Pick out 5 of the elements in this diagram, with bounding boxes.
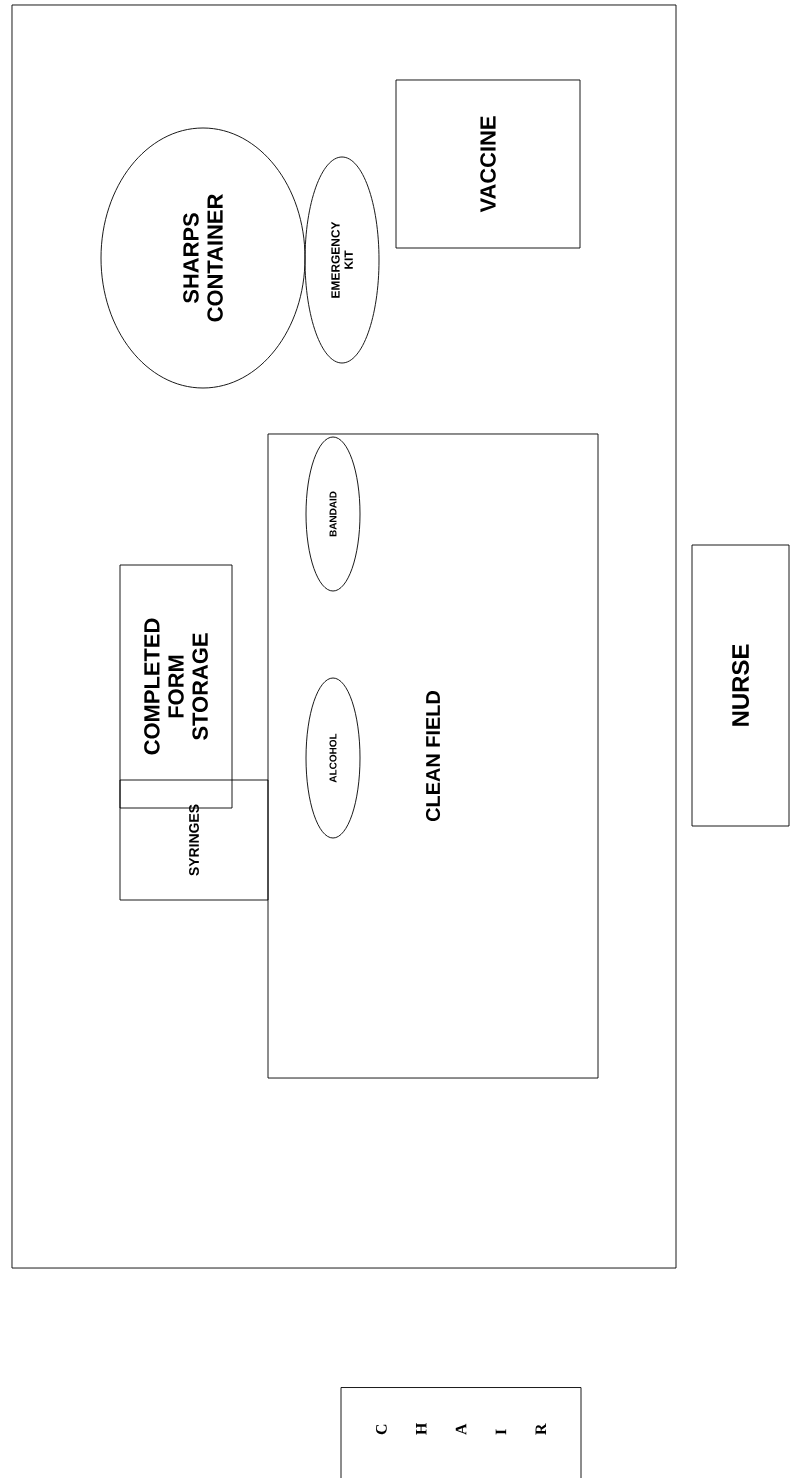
furniture-box: C H A I R [340, 1387, 582, 1478]
item-box: VACCINE [395, 79, 581, 249]
person-box: NURSE [691, 544, 790, 827]
item-box: SYRINGES [119, 779, 269, 901]
table-outline [11, 4, 677, 1269]
